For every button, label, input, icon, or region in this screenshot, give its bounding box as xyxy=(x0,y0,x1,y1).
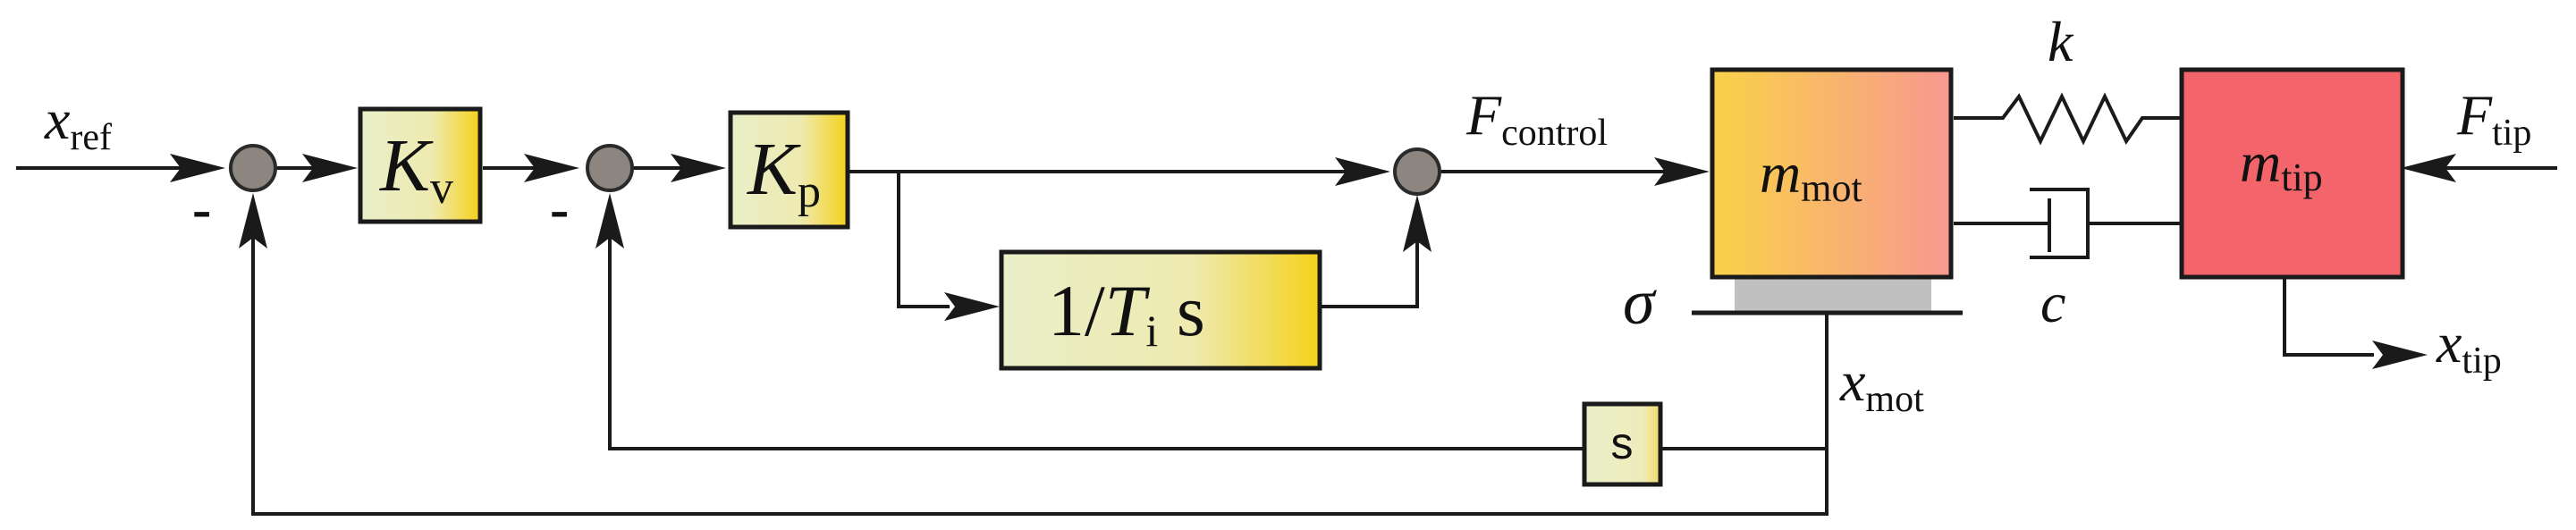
block-m-tip: mtip xyxy=(2179,67,2405,280)
arrowhead-sum3-bottom xyxy=(1403,195,1432,252)
label-spring-k: k xyxy=(2048,10,2074,73)
arrowheads xyxy=(170,154,2456,369)
svg-text:mtip: mtip xyxy=(2240,130,2323,199)
block-integrator: 1/Ti s xyxy=(999,249,1322,371)
m-mot-main: m xyxy=(1760,141,1801,205)
integrator-main: T xyxy=(1105,270,1151,351)
block-kp: Kp xyxy=(728,110,850,230)
arrowhead-sum2-in xyxy=(524,154,579,182)
svg-text:Kp: Kp xyxy=(747,128,821,217)
arrowhead-kv-in xyxy=(302,154,358,182)
friction-pad xyxy=(1735,279,1931,313)
arrowhead-mmot-in xyxy=(1654,157,1710,186)
wire-xmot-velocity-feedback xyxy=(1661,313,1829,450)
label-x-mot: xmot xyxy=(1839,349,1924,420)
m-tip-sub: tip xyxy=(2281,156,2322,199)
block-derivative: s xyxy=(1582,401,1663,487)
svg-text:1/Ti s: 1/Ti s xyxy=(1048,270,1205,356)
kv-sub: v xyxy=(430,163,453,214)
arrowhead-sum3-in xyxy=(1335,157,1390,186)
m-tip-main: m xyxy=(2240,130,2281,194)
damper-c xyxy=(1954,188,2182,259)
label-f-control: Fcontrol xyxy=(1465,83,1608,154)
wire-kp-to-integrator xyxy=(897,172,950,308)
arrowhead-sum1-in xyxy=(170,154,225,182)
arrowhead-sum2-bottom xyxy=(595,193,624,248)
integrator-sub: i xyxy=(1145,306,1158,356)
integrator-prefix: 1/ xyxy=(1048,270,1105,351)
summing-junction-velocity xyxy=(229,144,277,192)
wire-mtip-to-xtip xyxy=(2283,277,2374,357)
label-sigma: σ xyxy=(1623,266,1657,338)
derivative-label: s xyxy=(1611,418,1634,468)
m-mot-sub: mot xyxy=(1801,166,1862,210)
arrowhead-kp-in xyxy=(671,154,726,182)
label-x-ref: xref xyxy=(44,88,112,158)
minus-sign-sum1: - xyxy=(192,177,211,240)
arrowhead-mtip-in xyxy=(2401,154,2456,182)
kv-main: K xyxy=(379,124,434,207)
arrowhead-xtip-out xyxy=(2372,341,2428,369)
minus-sign-sum2: - xyxy=(550,177,569,240)
block-m-mot: mmot xyxy=(1710,67,1954,280)
spring-k xyxy=(1954,92,2182,146)
wire-integrator-to-sum3 xyxy=(1322,215,1419,308)
arrowhead-integrator-in xyxy=(944,292,1000,321)
summing-junction-position xyxy=(586,144,634,192)
label-x-tip: xtip xyxy=(2436,311,2502,382)
summing-junction-force xyxy=(1393,147,1441,196)
label-f-tip: Ftip xyxy=(2456,83,2531,154)
wire-xmot-position-feedback xyxy=(251,215,1829,516)
label-damper-c: c xyxy=(2040,271,2065,334)
arrowhead-sum1-bottom xyxy=(239,193,267,248)
wire-derivative-to-sum2 xyxy=(608,215,1583,450)
svg-text:Kv: Kv xyxy=(379,124,453,214)
kp-main: K xyxy=(747,128,801,211)
block-kv: Kv xyxy=(358,106,483,224)
integrator-suffix: s xyxy=(1158,270,1204,351)
svg-text:mmot: mmot xyxy=(1760,141,1862,210)
kp-sub: p xyxy=(798,166,821,217)
